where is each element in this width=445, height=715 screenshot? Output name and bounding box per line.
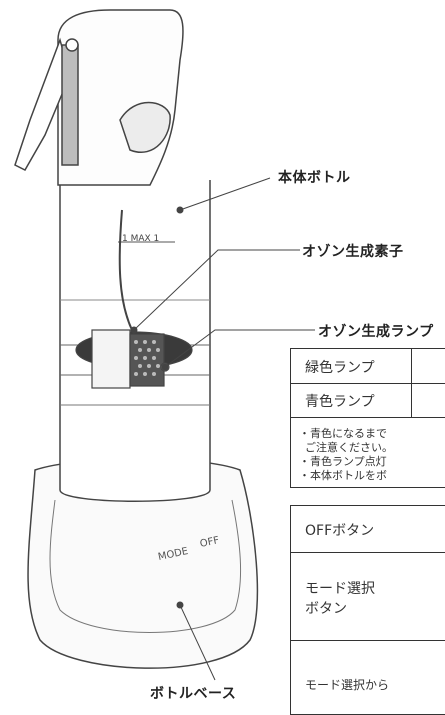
lamp-note-4: ・本体ボトルをボ [299, 469, 387, 482]
max-mark: 1 MAX 1 [122, 234, 160, 244]
tube [118, 209, 133, 331]
lamp-note-1: ・青色になるまで [299, 427, 387, 440]
callout-ozone-element: オゾン生成素子 [302, 244, 404, 260]
lamp-row-blue: 青色ランプ [305, 394, 375, 410]
lamp-note-3: ・青色ランプ点灯 [299, 455, 387, 468]
mode-button-label-1: モード選択 [305, 581, 375, 597]
lamp-table: 緑色ランプ 青色ランプ ・青色になるまで ご注意ください。 ・青色ランプ点灯 ・… [290, 348, 445, 488]
callout-ozone-lamp: オゾン生成ランプ [318, 324, 434, 340]
mode-button-label-2: ボタン [305, 601, 347, 617]
lamp-note-2: ご注意ください。 [305, 441, 393, 454]
callout-body-bottle: 本体ボトル [278, 170, 351, 186]
spray-head [14, 9, 184, 186]
mode-footer: モード選択から [305, 678, 390, 692]
button-table: OFFボタン モード選択 ボタン モード選択から [290, 505, 445, 715]
lamp-row-green: 緑色ランプ [305, 360, 375, 376]
callout-bottle-base: ボトルベース [150, 686, 237, 702]
callout-lines [130, 177, 315, 681]
off-button-label: OFFボタン [305, 523, 375, 539]
